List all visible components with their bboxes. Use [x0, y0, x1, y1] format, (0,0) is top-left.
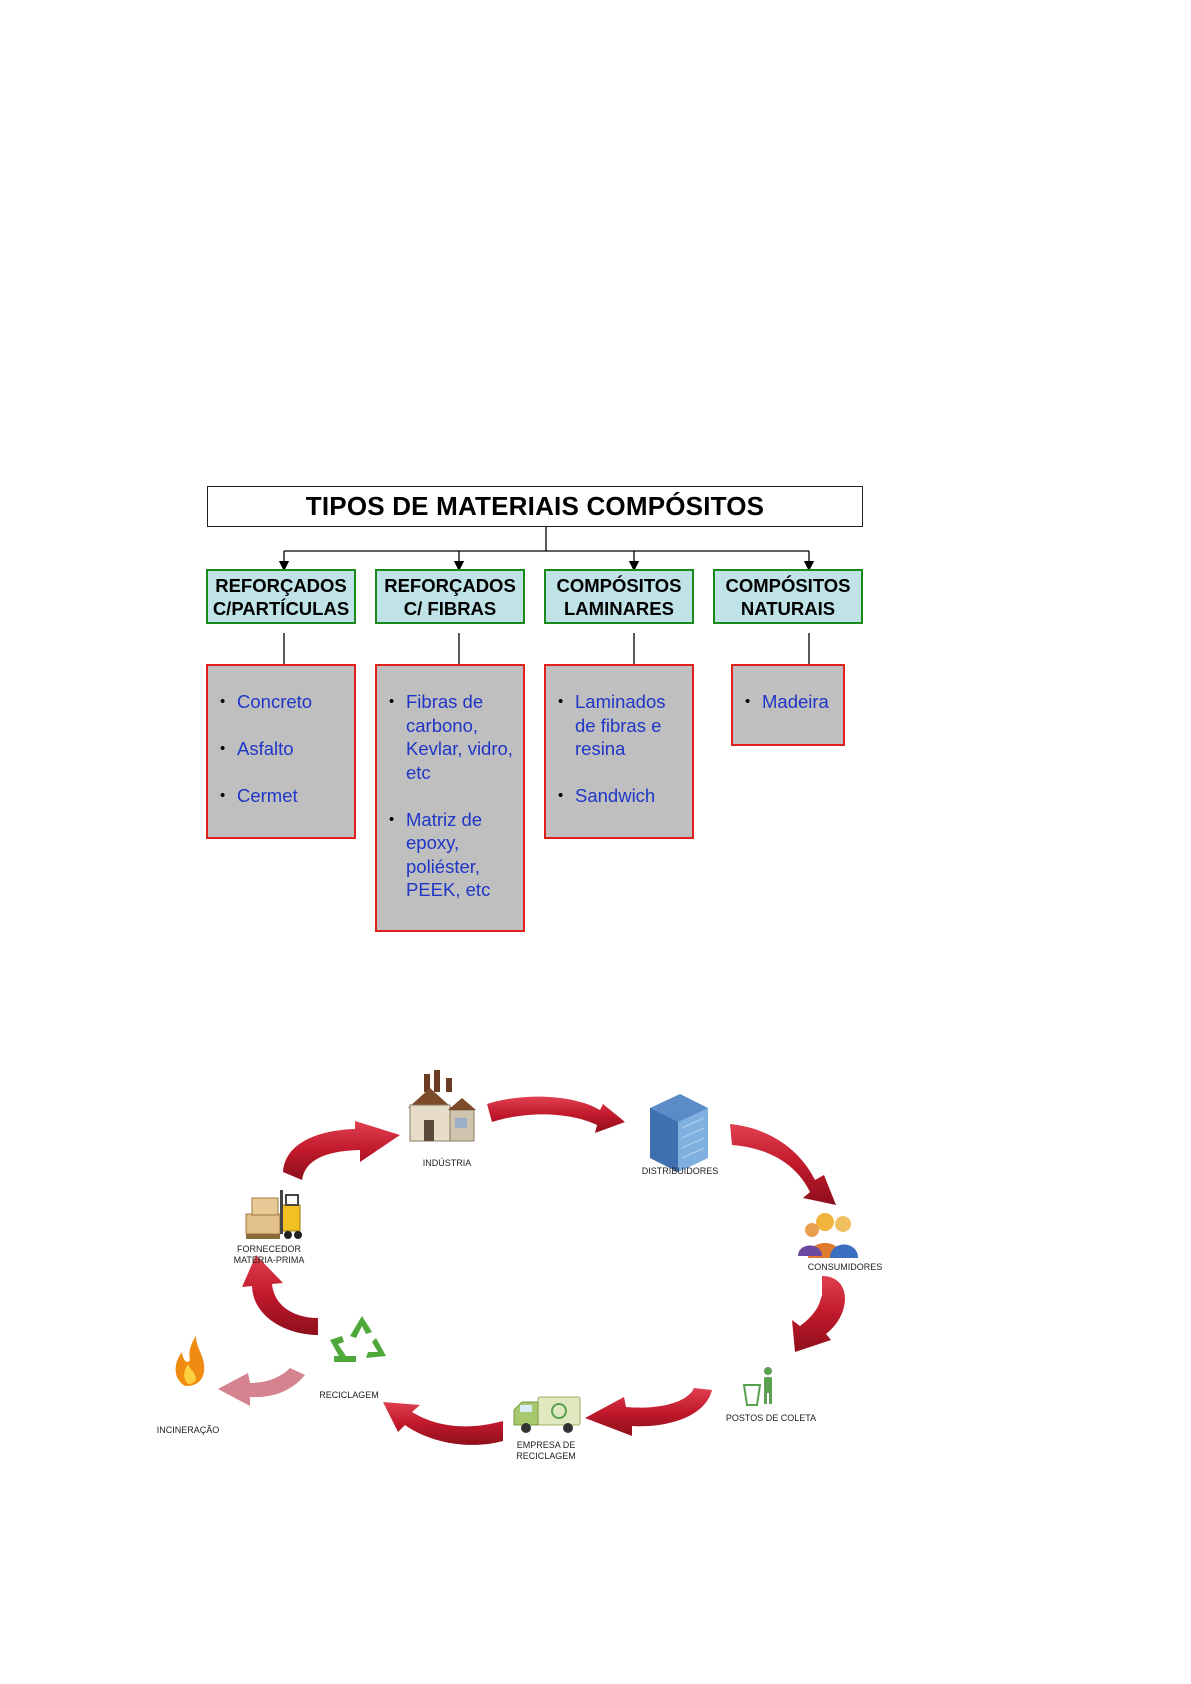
trash-bin-icon: [742, 1367, 772, 1406]
node-label-consumidores: CONSUMIDORES: [807, 1262, 883, 1272]
factory-icon: [408, 1070, 476, 1142]
cycle-arrow-5: [585, 1388, 712, 1436]
category-laminares: COMPÓSITOS LAMINARES: [544, 569, 694, 624]
list-item: Cermet: [220, 784, 348, 808]
node-label-postos-de-coleta: POSTOS DE COLETA: [725, 1413, 817, 1423]
recycling-truck-icon: [513, 1396, 581, 1433]
node-label-reciclagem: RECICLAGEM: [319, 1390, 379, 1400]
node-label-industria: INDÚSTRIA: [422, 1158, 472, 1168]
category-naturais: COMPÓSITOS NATURAIS: [713, 569, 863, 624]
list-particulas: Concreto Asfalto Cermet: [206, 664, 356, 839]
category-particulas: REFORÇADOS C/PARTÍCULAS: [206, 569, 356, 624]
node-label-incineracao: INCINERAÇÃO: [156, 1425, 220, 1435]
node-label-distribuidores: DISTRIBUIDORES: [641, 1166, 719, 1176]
node-label-empresa-reciclagem: EMPRESA DE RECICLAGEM: [516, 1440, 576, 1461]
diagram-title: TIPOS DE MATERIAIS COMPÓSITOS: [207, 486, 863, 527]
list-naturais: Madeira: [731, 664, 845, 746]
people-icon: [798, 1213, 858, 1258]
cycle-arrow-1: [283, 1121, 400, 1180]
cycle-arrow-2: [487, 1096, 625, 1133]
list-item: Asfalto: [220, 737, 348, 761]
fire-icon: [175, 1336, 205, 1386]
cycle-arrow-incineracao: [218, 1368, 305, 1406]
list-item: Concreto: [220, 690, 348, 714]
cycle-arrow-7: [242, 1255, 318, 1335]
list-fibras: Fibras de carbono, Kevlar, vidro, etc Ma…: [375, 664, 525, 932]
list-item: Sandwich: [558, 784, 686, 808]
cycle-arrow-3: [730, 1124, 836, 1205]
recycle-icon: [330, 1316, 386, 1362]
list-item: Madeira: [745, 690, 837, 714]
forklift-icon: [245, 1190, 302, 1239]
cycle-arrow-6: [383, 1402, 503, 1445]
list-laminares: Laminados de fibras e resina Sandwich: [544, 664, 694, 839]
list-item: Laminados de fibras e resina: [558, 690, 686, 761]
list-item: Matriz de epoxy, poliéster, PEEK, etc: [389, 808, 517, 902]
cycle-arrow-4: [792, 1276, 846, 1352]
office-building-icon: [650, 1094, 708, 1172]
list-item: Fibras de carbono, Kevlar, vidro, etc: [389, 690, 517, 784]
category-fibras: REFORÇADOS C/ FIBRAS: [375, 569, 525, 624]
node-label-fornecedor: FORNECEDOR MATERIA-PRIMA: [233, 1244, 305, 1265]
